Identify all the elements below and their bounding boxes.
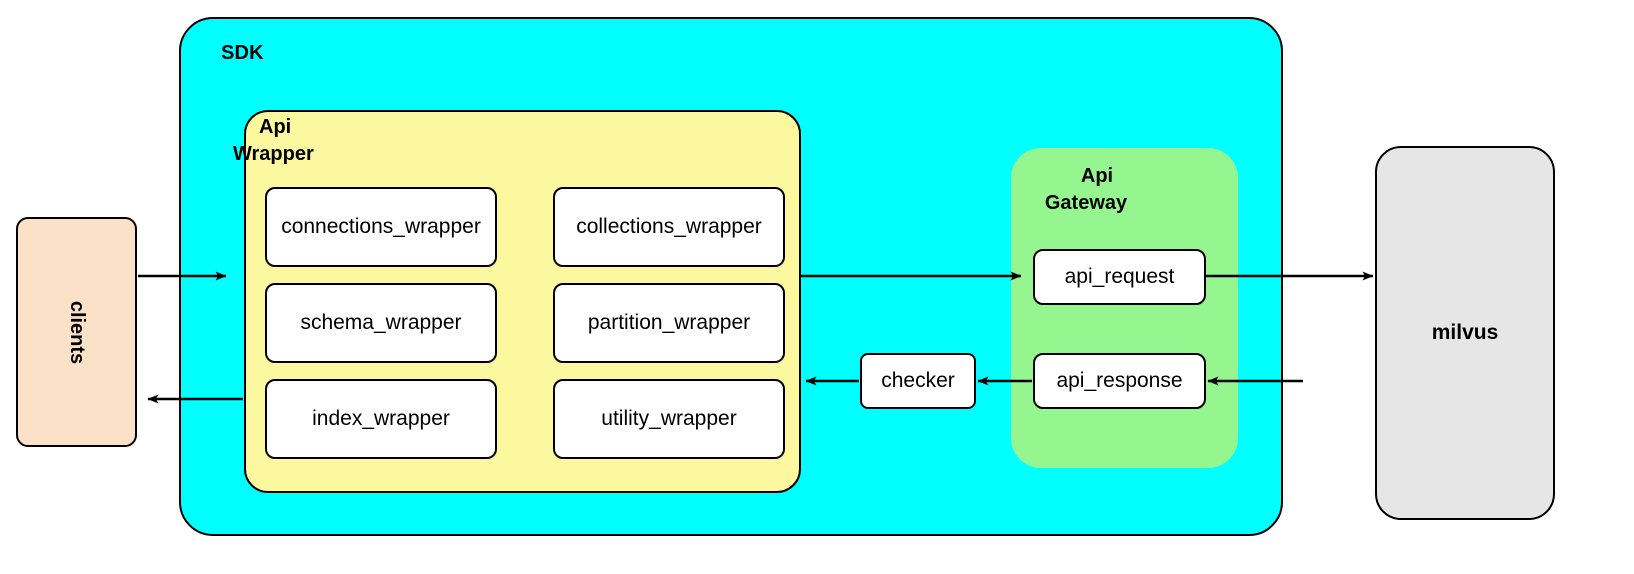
node-connections-wrapper[interactable]: connections_wrapper — [265, 187, 497, 267]
clients-label-wrap: clients — [18, 219, 135, 445]
api-gateway-label-line1: Api — [1080, 165, 1114, 187]
node-collections-wrapper[interactable]: collections_wrapper — [553, 187, 785, 267]
sdk-label: SDK — [221, 42, 264, 64]
milvus-box: milvus — [1375, 146, 1555, 520]
api-wrapper-label: Api Wrapper — [233, 114, 399, 168]
node-api-response[interactable]: api_response — [1033, 353, 1206, 409]
clients-label: clients — [65, 300, 88, 364]
node-checker[interactable]: checker — [860, 353, 976, 409]
clients-box: clients — [16, 217, 137, 447]
api-gateway-label: Api Gateway — [1022, 163, 1172, 217]
node-partition-wrapper[interactable]: partition_wrapper — [553, 283, 785, 363]
api-gateway-container — [1011, 148, 1238, 468]
node-api-request[interactable]: api_request — [1033, 249, 1206, 305]
node-schema-wrapper[interactable]: schema_wrapper — [265, 283, 497, 363]
api-gateway-label-line2: Gateway — [1044, 192, 1128, 214]
node-utility-wrapper[interactable]: utility_wrapper — [553, 379, 785, 459]
api-wrapper-label-line1: Api — [259, 116, 292, 138]
api-wrapper-label-line2: Wrapper — [233, 143, 314, 165]
node-index-wrapper[interactable]: index_wrapper — [265, 379, 497, 459]
